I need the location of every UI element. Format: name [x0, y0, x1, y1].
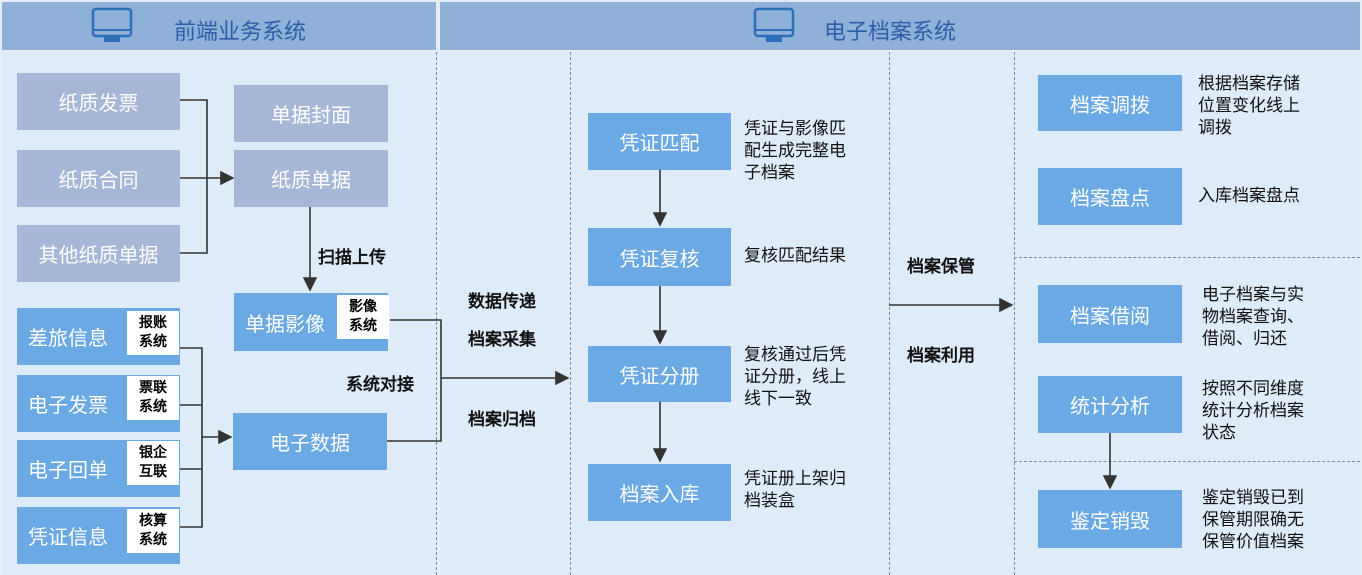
- electronic-input-label: 电子回单: [28, 458, 108, 482]
- func-desc: 入库档案盘点: [1198, 186, 1300, 206]
- func-desc: 按照不同维度 统计分析档案 状态: [1202, 379, 1304, 443]
- electronic-input-travel: 差旅信息: [17, 308, 180, 365]
- divider: [436, 52, 437, 575]
- electronic-input-tag: 银企 互联: [127, 441, 179, 485]
- electronic-data: 电子数据: [233, 413, 387, 470]
- doc-cover: 单据封面: [234, 85, 388, 142]
- func-archive-transfer: 档案调拨: [1038, 75, 1182, 131]
- func-desc: 根据档案存储 位置变化线上 调拨: [1198, 74, 1300, 138]
- step-desc: 复核通过后凭 证分册，线上 线下一致: [744, 345, 846, 409]
- divider: [570, 52, 571, 575]
- func-archive-inventory: 档案盘点: [1038, 168, 1182, 225]
- management-label: 档案保管: [907, 257, 975, 277]
- electronic-input-label: 凭证信息: [28, 525, 108, 549]
- electronic-input-label: 电子发票: [28, 393, 108, 417]
- step-desc: 凭证册上架归 档装盒: [744, 469, 846, 511]
- divider: [1014, 461, 1360, 462]
- management-label: 档案利用: [907, 346, 975, 366]
- electronic-input-tag: 报账 系统: [127, 311, 179, 355]
- step-voucher-match: 凭证匹配: [588, 113, 731, 170]
- step-voucher-review: 凭证复核: [588, 228, 731, 286]
- divider: [889, 52, 890, 575]
- right-header-title: 电子档案系统: [824, 20, 957, 45]
- transfer-label: 数据传递: [468, 292, 536, 312]
- image-system-tag: 影像 系统: [337, 295, 389, 339]
- func-archive-borrow: 档案借阅: [1038, 285, 1182, 343]
- transfer-label: 档案采集: [468, 330, 536, 350]
- step-desc: 复核匹配结果: [744, 246, 846, 266]
- paper-input-other: 其他纸质单据: [17, 225, 180, 282]
- transfer-label: 档案归档: [468, 410, 536, 430]
- divider: [1014, 257, 1360, 258]
- paper-doc: 纸质单据: [234, 150, 388, 207]
- electronic-input-tag: 票联 系统: [127, 376, 179, 420]
- step-voucher-split: 凭证分册: [588, 346, 731, 402]
- monitor-icon: [753, 7, 795, 42]
- electronic-input-label: 差旅信息: [28, 326, 108, 350]
- scan-upload-label: 扫描上传: [318, 248, 386, 268]
- left-header: 前端业务系统: [2, 2, 436, 50]
- doc-image-label: 单据影像: [245, 311, 325, 336]
- func-desc: 鉴定销毁已到 保管期限确无 保管价值档案: [1202, 488, 1304, 552]
- right-header: 电子档案系统: [440, 2, 1360, 50]
- monitor-icon: [91, 7, 133, 42]
- left-header-title: 前端业务系统: [174, 20, 307, 45]
- func-statistics: 统计分析: [1038, 376, 1182, 433]
- step-archive-store: 档案入库: [588, 464, 731, 521]
- step-desc: 凭证与影像匹 配生成完整电 子档案: [744, 119, 846, 183]
- func-appraise-destroy: 鉴定销毁: [1038, 490, 1182, 548]
- paper-input-invoice: 纸质发票: [17, 73, 180, 130]
- paper-input-contract: 纸质合同: [17, 150, 180, 207]
- func-desc: 电子档案与实 物档案查询、 借阅、归还: [1202, 285, 1304, 349]
- electronic-input-tag: 核算 系统: [127, 509, 179, 553]
- system-link-label: 系统对接: [346, 375, 414, 395]
- divider: [1014, 52, 1015, 575]
